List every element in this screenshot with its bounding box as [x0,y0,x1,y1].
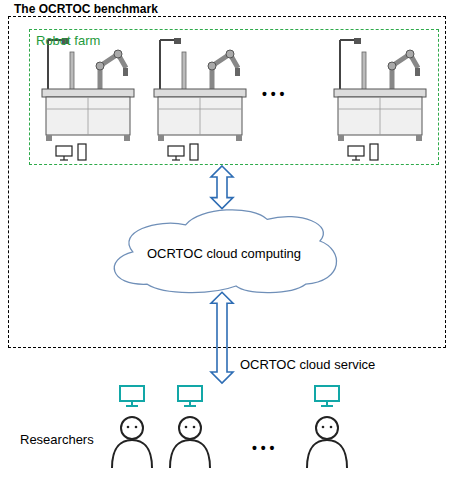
double-arrow [211,292,233,383]
ellipsis-mark: • • • [252,440,274,457]
cloud-outline [114,210,336,293]
node-label: Researchers [20,432,94,448]
robot-farm-group: Robot farm [29,29,439,165]
node-label: Robot farm [36,33,100,49]
robot-station [42,38,134,160]
robot-station [334,38,426,160]
ellipsis-mark: • • • [262,86,284,103]
robot-station [154,38,246,160]
edge-label: OCRTOC cloud service [238,357,377,373]
researcher-icon [307,386,347,468]
researcher-icon [170,386,210,468]
node-label: The OCRTOC benchmark [11,2,161,16]
node-label: OCRTOC cloud computing [147,246,301,262]
cloud-shape: OCRTOC cloud computing [104,205,344,295]
researcher-icon [112,386,152,468]
researchers-group: Researchers [10,384,442,482]
double-arrow [211,166,233,209]
benchmark-boundary: The OCRTOC benchmarkRobot farmOCRTOC clo… [8,16,446,348]
